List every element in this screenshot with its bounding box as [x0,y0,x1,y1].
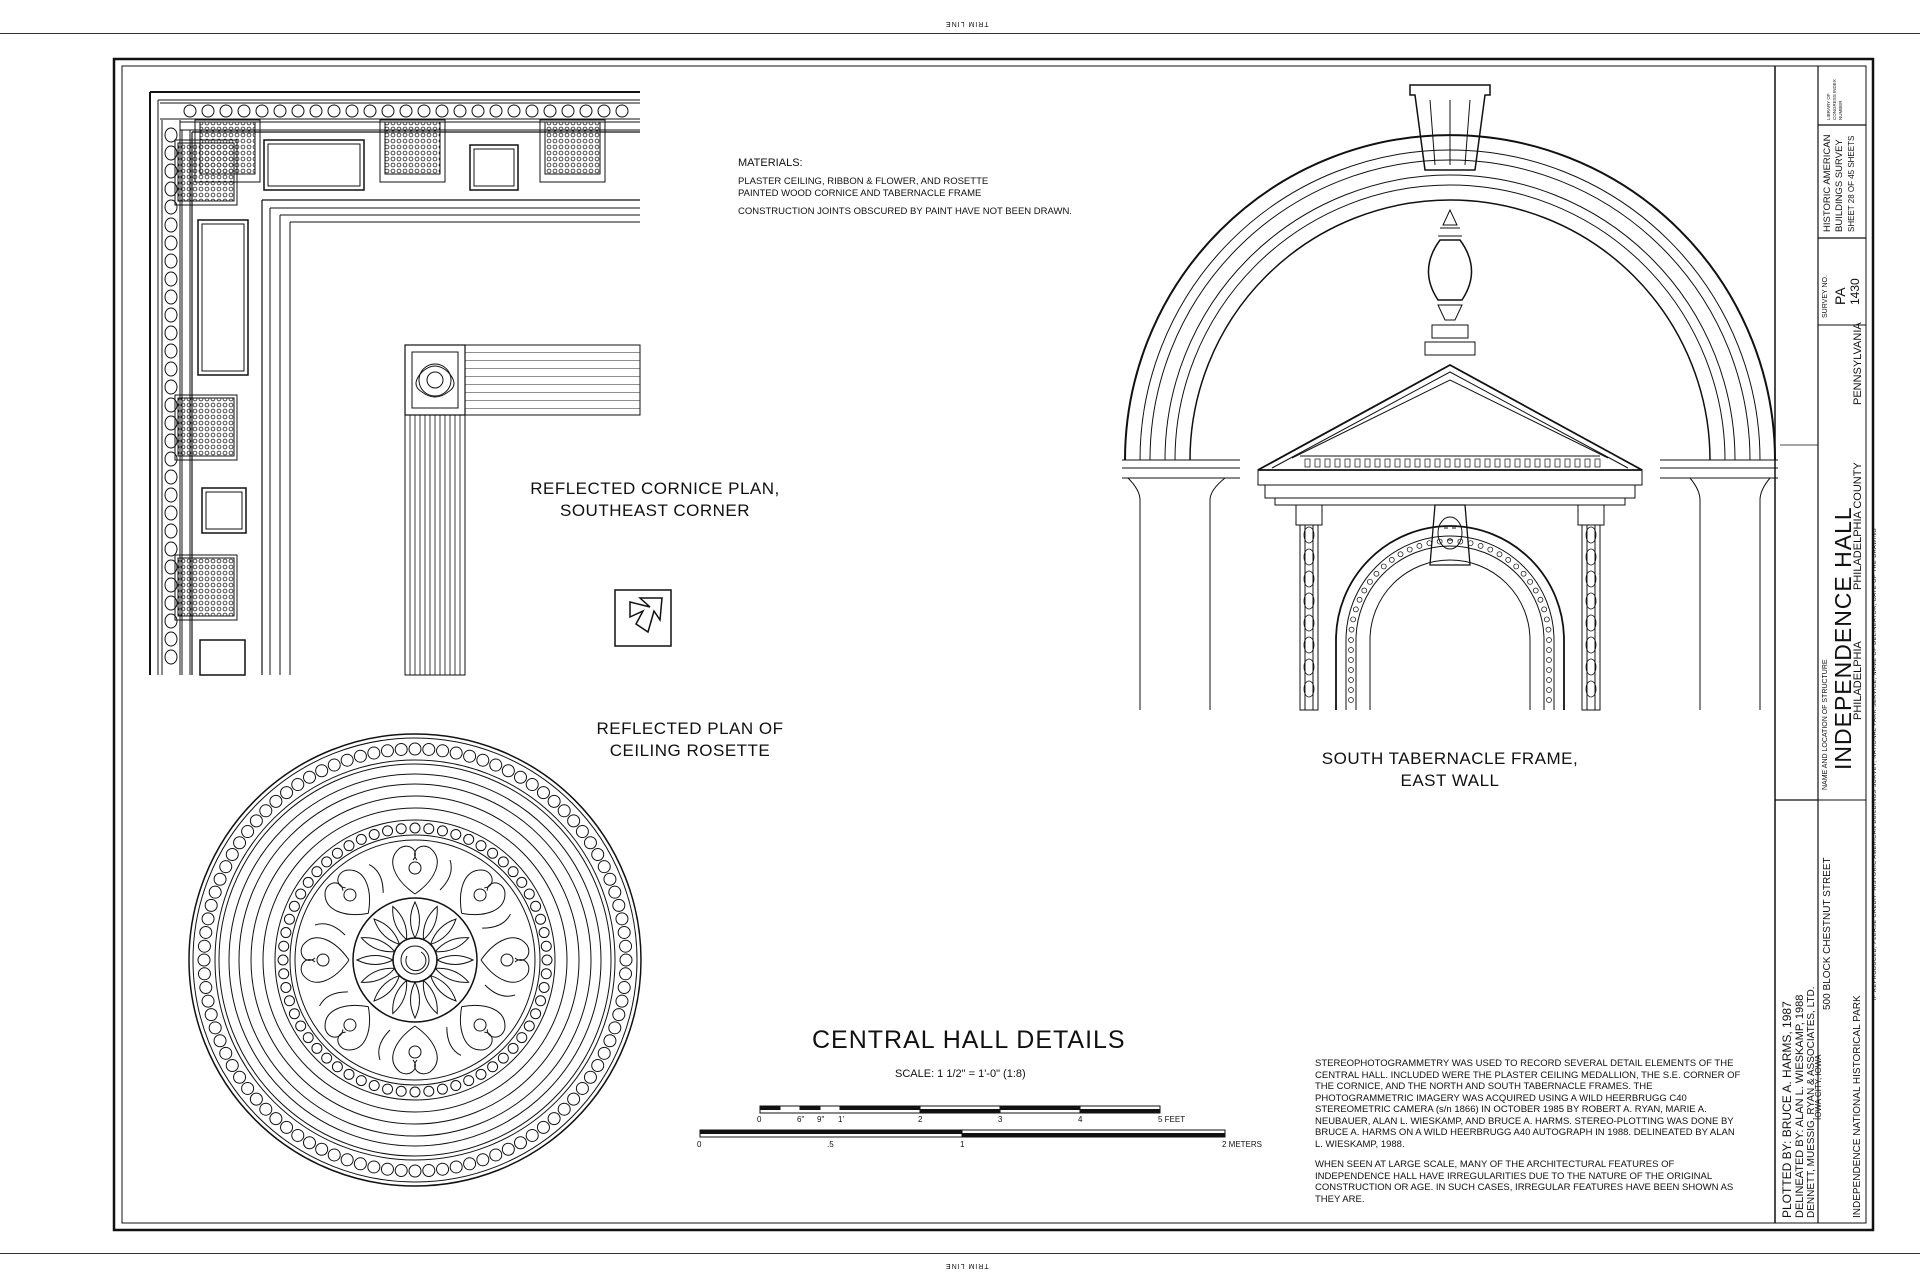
notes-paragraph-2: WHEN SEEN AT LARGE SCALE, MANY OF THE AR… [1315,1159,1734,1205]
materials-note: MATERIALS: PLASTER CEILING, RIBBON & FLO… [738,157,1158,218]
plotted-by: PLOTTED BY: BRUCE A. HARMS, 1987 [1780,1001,1794,1218]
north-arrow [614,589,672,647]
scale-label-3ft: 3 [998,1115,1003,1124]
ceiling-rosette [188,733,642,1187]
county-name: PHILADELPHIA COUNTY [1852,462,1864,590]
scale-label-2ft: 2 [918,1115,923,1124]
materials-line-3: CONSTRUCTION JOINTS OBSCURED BY PAINT HA… [738,206,1072,217]
park-name: INDEPENDENCE NATIONAL HISTORICAL PARK [1852,995,1863,1218]
scale-label-5ft: 5 FEET [1158,1115,1186,1124]
habs-line-2: BUILDINGS SURVEY [1834,139,1845,232]
scale-label-4ft: 4 [1078,1115,1083,1124]
cornice-title-line-1: REFLECTED CORNICE PLAN, [530,479,780,498]
rosette-plan-title: REFLECTED PLAN OF CEILING ROSETTE [560,718,820,762]
scale-text: SCALE: 1 1/2" = 1'-0" (1:8) [895,1068,1026,1080]
scale-label-9in: 9" [817,1115,825,1124]
scale-label-half-m: .5 [827,1140,834,1149]
cornice-plan-title: REFLECTED CORNICE PLAN, SOUTHEAST CORNER [510,478,800,522]
main-title: CENTRAL HALL DETAILS [812,1026,1126,1054]
notes-paragraph-1: STEREOPHOTOGRAMMETRY WAS USED TO RECORD … [1315,1058,1741,1150]
scale-label-1ft: 1' [838,1115,844,1124]
habs-line-1: HISTORIC AMERICAN [1822,134,1833,232]
credit-line: IF REPRODUCED, PLEASE CREDIT: HISTORIC A… [1872,527,1878,1000]
materials-heading: MATERIALS: [738,157,803,169]
cornice-title-line-2: SOUTHEAST CORNER [560,501,750,520]
rosette-title-line-1: REFLECTED PLAN OF [596,719,784,738]
scale-label-0ft: 0 [757,1115,762,1124]
tabernacle-title-line-1: SOUTH TABERNACLE FRAME, [1321,749,1579,768]
delineated-by: DELINEATED BY: ALAN L. WIESKAMP, 1988 [1794,994,1806,1218]
survey-label: SURVEY NO. [1822,275,1829,318]
survey-number: 1430 [1848,278,1862,305]
trim-line-bottom [0,1253,1920,1254]
notes-block: STEREOPHOTOGRAMMETRY WAS USED TO RECORD … [1315,1058,1745,1214]
tabernacle-title: SOUTH TABERNACLE FRAME, EAST WALL [1300,748,1600,792]
tabernacle-frame [1122,84,1778,711]
tabernacle-title-line-2: EAST WALL [1400,771,1500,790]
outer-border [112,57,1875,1232]
state-code: PA [1832,287,1848,305]
cornice-plan [149,91,641,676]
materials-line-2: PAINTED WOOD CORNICE AND TABERNACLE FRAM… [738,188,982,199]
sheet-number: SHEET 28 OF 45 SHEETS [1847,135,1856,232]
scale-label-2m: 2 METERS [1222,1140,1263,1149]
firm-city: IOWA CITY, IOWA [1814,1054,1823,1121]
scale-label-1m: 1 [960,1140,965,1149]
title-block-frame [1774,66,1867,1223]
scale-label-6in: 6" [797,1115,805,1124]
index-label: LIBRARY OF CONGRESS INDEX NUMBER [1826,79,1843,120]
address: 500 BLOCK CHESTNUT STREET [1822,857,1833,1010]
trim-line-top [0,33,1920,34]
state-name: PENNSYLVANIA [1852,322,1864,405]
city-name: PHILADELPHIA [1852,641,1864,720]
scale-bar [699,1105,1226,1138]
structure-label: NAME AND LOCATION OF STRUCTURE [1822,659,1829,790]
materials-line-1: PLASTER CEILING, RIBBON & FLOWER, AND RO… [738,176,989,187]
rosette-title-line-2: CEILING ROSETTE [609,741,771,760]
scale-label-0m: 0 [697,1140,702,1149]
